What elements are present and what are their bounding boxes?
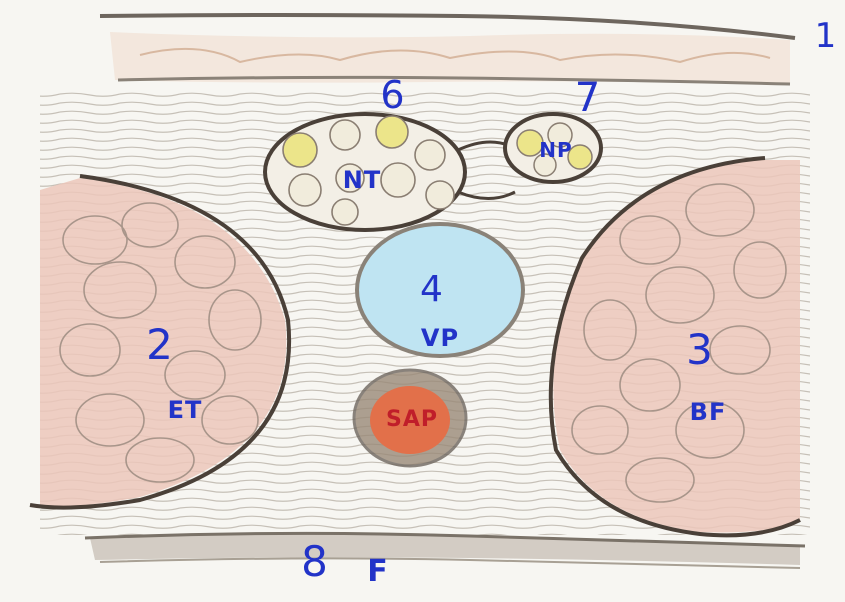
tibial-nerve-number-label: 6	[380, 73, 406, 117]
fascia-number-label: 8	[301, 537, 329, 586]
peroneal-nerve-number-label: 7	[574, 75, 602, 121]
peroneal-nerve-abbr-label: NP	[539, 138, 573, 162]
muscle-right-abbr-label: BF	[689, 398, 727, 426]
muscle-left-number-label: 2	[146, 320, 174, 369]
popliteal-artery	[352, 368, 468, 468]
skin-layer	[99, 13, 796, 86]
peroneal-nerve	[457, 112, 603, 200]
tibial-nerve-abbr-label: NT	[342, 166, 382, 194]
muscle-left	[29, 174, 292, 510]
tibial-nerve	[263, 112, 467, 232]
vein-abbr-label: VP	[420, 324, 460, 352]
fascia-layer	[84, 531, 806, 569]
muscle-right	[548, 156, 801, 538]
vein-number-label: 4	[420, 269, 444, 310]
artery-abbr-label: SAP	[386, 407, 438, 432]
muscle-left-abbr-label: ET	[167, 396, 203, 424]
skin-number-label: 1	[814, 16, 838, 56]
popliteal-vein	[355, 222, 525, 358]
muscle-right-number-label: 3	[686, 325, 714, 374]
fascia-abbr-label: F	[367, 554, 389, 589]
